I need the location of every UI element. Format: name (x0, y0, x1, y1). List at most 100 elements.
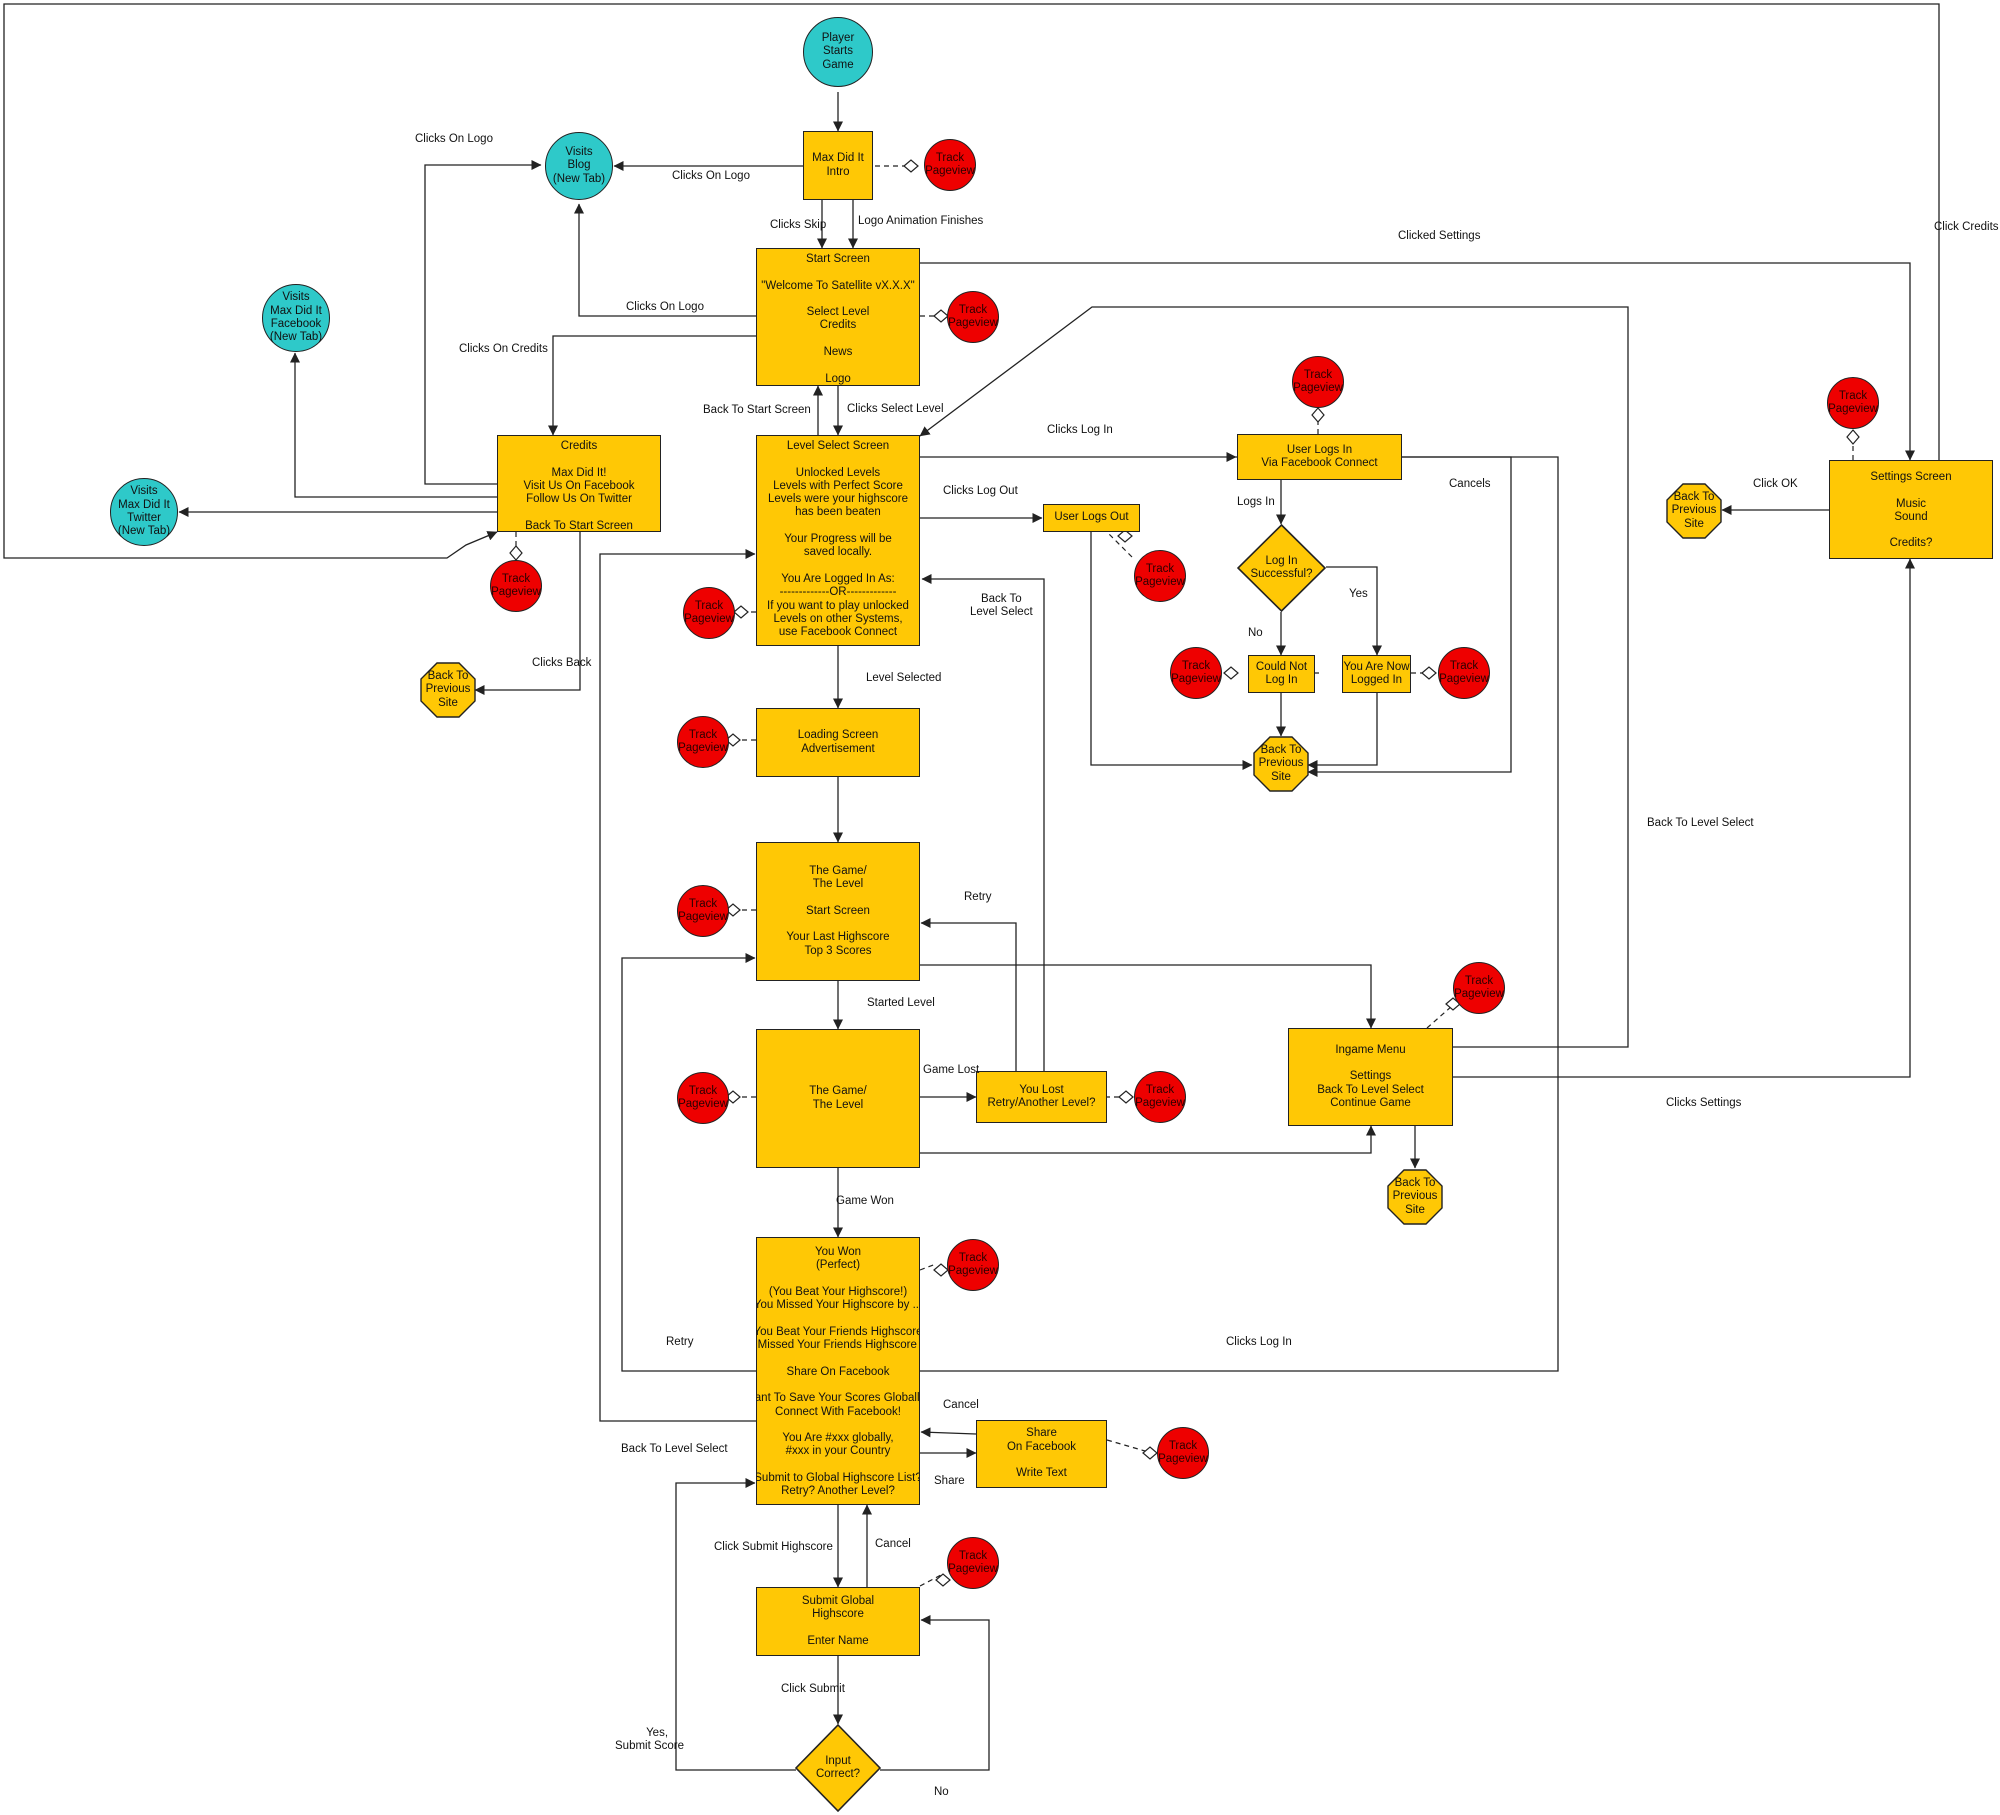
back-prev-line: Previous (425, 683, 471, 696)
you-won-line: (You Beat Your Highscore!) (768, 1285, 908, 1298)
intro-line: Intro (826, 165, 850, 178)
user-logs-in-node: User Logs In Via Facebook Connect (1237, 434, 1402, 480)
label-retry-upper: Retry (964, 891, 992, 903)
input-decision-line: Input (825, 1754, 851, 1767)
player-starts-line: Starts (822, 45, 854, 58)
track-line: Track (1181, 659, 1211, 672)
edge-logs-out-back (1090, 532, 1253, 770)
level-select-line: Levels with Perfect Score (773, 479, 903, 492)
ingame-line: Continue Game (1330, 1096, 1411, 1109)
player-starts-line: Game (822, 58, 854, 71)
label-cancel-share: Cancel (943, 1399, 979, 1411)
you-won-line: Want To Save Your Scores Globally? (757, 1392, 920, 1405)
level-select-line: Levels were your highscore (768, 493, 908, 506)
submit-global-highscore-node: Submit Global Highscore Enter Name (756, 1587, 920, 1656)
track-line: Track (688, 897, 718, 910)
submit-line: Submit Global (801, 1594, 875, 1607)
label-click-ok: Click OK (1753, 478, 1798, 490)
level-select-line: Your Progress will be (784, 533, 892, 546)
edge-input-yes (675, 1478, 796, 1771)
you-won-line: Share On Facebook (786, 1365, 890, 1378)
loading-line: Loading Screen (797, 729, 879, 742)
ingame-line: Ingame Menu (1335, 1043, 1406, 1056)
level-select-line: Levels on other Systems, (773, 612, 903, 625)
label-started-level: Started Level (867, 997, 935, 1009)
settings-line: Music (1895, 497, 1927, 510)
input-correct-decision: Input Correct? (795, 1724, 881, 1812)
label-clicks-log-in-top: Clicks Log In (1047, 424, 1113, 436)
you-won-line: #xxx in your Country (785, 1445, 891, 1458)
settings-line: Settings Screen (1870, 471, 1952, 483)
input-decision-line: Correct? (815, 1768, 861, 1780)
could-not-line: Log In (1265, 674, 1298, 686)
label-yes-submit-score: Yes, Submit Score (615, 1727, 684, 1754)
level-select-line: Level Select Screen (786, 440, 890, 452)
label-clicks-back: Clicks Back (532, 657, 592, 669)
edge-lost-to-level-select (921, 574, 1045, 1071)
label-logo-animation-finishes: Logo Animation Finishes (858, 215, 984, 227)
twitter-visit-line: Twitter (127, 512, 161, 524)
twitter-visit-line: Visits (130, 485, 158, 498)
game-start-line: Top 3 Scores (804, 944, 872, 957)
label-line: Yes, (646, 1727, 669, 1739)
track-line: Track (688, 728, 718, 741)
track-line: Pageview (1293, 382, 1343, 394)
ingame-line: Settings (1349, 1070, 1392, 1083)
label-clicks-on-logo-intro: Clicks On Logo (672, 170, 750, 182)
track-line: Track (501, 572, 531, 585)
game-level-line: The Level (812, 1098, 864, 1111)
you-won-line: Retry? Another Level? (781, 1485, 895, 1498)
share-line: On Facebook (1006, 1440, 1077, 1453)
track-line: Track (688, 1084, 718, 1097)
label-no-login: No (1248, 627, 1263, 639)
track-line: Track (958, 1251, 988, 1264)
track-line: Pageview (678, 911, 728, 923)
track-line: Pageview (1171, 673, 1221, 685)
back-prev-line: Back To (1260, 744, 1302, 757)
edge-settings-to-credits (3, 3, 1940, 559)
back-prev-line: Site (1271, 770, 1291, 783)
level-select-line: -------------OR------------- (779, 586, 897, 599)
label-click-credits: Click Credits (1934, 221, 1999, 233)
track-line: Pageview (678, 742, 728, 754)
level-select-line: If you want to play unlocked (767, 599, 909, 612)
label-clicks-log-out: Clicks Log Out (943, 485, 1018, 497)
back-prev-line: Previous (1258, 757, 1304, 770)
start-screen-line: Select Level (806, 306, 870, 319)
game-start-line: Start Screen (806, 904, 870, 917)
track-line: Track (1464, 974, 1494, 987)
back-prev-line: Back To (1394, 1177, 1436, 1190)
track-line: Track (935, 151, 965, 164)
share-on-facebook-node: Share On Facebook Write Text (976, 1420, 1107, 1488)
loading-line: Advertisement (801, 742, 875, 755)
track-line: Track (1838, 389, 1868, 402)
twitter-visit-line: (New Tab) (117, 525, 171, 538)
credits-node: Credits Max Did It! Visit Us On Facebook… (497, 435, 661, 532)
credits-line: Back To Start Screen (525, 519, 633, 532)
back-to-previous-site-ingame: Back To Previous Site (1387, 1169, 1443, 1225)
game-start-line: Your Last Highscore (786, 931, 890, 944)
now-logged-in-node: You Are Now Logged In (1342, 655, 1411, 693)
label-clicks-settings: Clicks Settings (1666, 1097, 1742, 1109)
facebook-visit-line: Visits (282, 291, 310, 304)
edge-won-retry (621, 953, 756, 1372)
settings-line: Credits? (1889, 537, 1933, 550)
label-yes: Yes (1349, 588, 1368, 600)
start-screen-line: "Welcome To Satellite vX.X.X" (761, 279, 915, 292)
back-prev-line: Previous (1671, 504, 1717, 517)
label-clicks-on-logo-start: Clicks On Logo (626, 301, 704, 313)
label-back-to-level-select-right: Back To Level Select (1647, 817, 1754, 829)
edge-game-to-ingame (920, 964, 1376, 1029)
label-clicked-settings: Clicked Settings (1398, 230, 1481, 242)
track-line: Track (1303, 368, 1333, 381)
submit-line: Enter Name (807, 1634, 869, 1647)
